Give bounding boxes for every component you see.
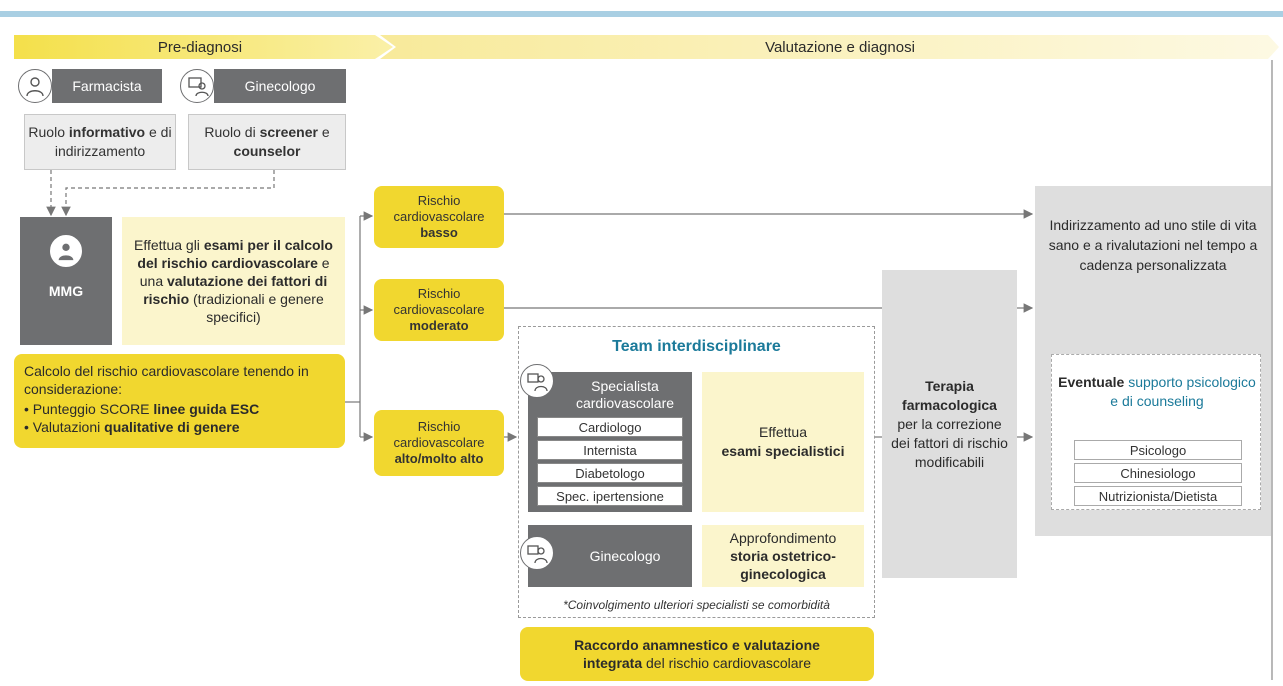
specialist-item: Cardiologo <box>537 417 683 437</box>
support-item: Psicologo <box>1074 440 1242 460</box>
support-item: Nutrizionista/Dietista <box>1074 486 1242 506</box>
comorbidity-note: *Coinvolgimento ulteriori specialisti se… <box>563 598 830 612</box>
mmg-box: MMG <box>20 217 112 345</box>
specialist-icon <box>520 364 554 398</box>
support-item: Chinesiologo <box>1074 463 1242 483</box>
calc-bullet-2: • Valutazioni qualitative di genere <box>24 419 240 435</box>
specialist-item: Internista <box>537 440 683 460</box>
mmg-description: Effettua gli esami per il calcolo del ri… <box>122 217 345 345</box>
ginecologo-role-box: Ruolo di screener e counselor <box>188 114 346 170</box>
pharmacist-icon <box>18 69 52 103</box>
gyn-history-box: Approfondimento storia ostetrico-ginecol… <box>702 525 864 587</box>
risk-calculation-box: Calcolo del rischio cardiovascolare tene… <box>14 354 345 448</box>
pre-diagnosis-band <box>14 35 393 59</box>
top-bar <box>0 11 1283 17</box>
specialist-item: Diabetologo <box>537 463 683 483</box>
mmg-label: MMG <box>48 283 84 299</box>
specialist-panel: Specialista cardiovascolare Cardiologo I… <box>528 372 692 512</box>
specialist-title: Specialista cardiovascolare <box>575 378 675 411</box>
gynecologist-team-icon <box>520 536 554 570</box>
phase-pre-diagnosis: Pre-diagnosi <box>157 38 243 56</box>
support-title: Eventuale supporto psicologico e di coun… <box>1058 374 1256 409</box>
calc-bullet-1: • Punteggio SCORE linee guida ESC <box>24 401 260 417</box>
calc-intro: Calcolo del rischio cardiovascolare tene… <box>24 363 309 397</box>
gynecologist-icon <box>180 69 214 103</box>
support-box: Eventuale supporto psicologico e di coun… <box>1051 354 1261 510</box>
specialist-item: Spec. ipertensione <box>537 486 683 506</box>
role-farmacista: Farmacista <box>52 69 162 103</box>
team-gynecologist: Ginecologo <box>528 525 692 587</box>
farmacista-role-box: Ruolo informativo e di indirizzamento <box>24 114 176 170</box>
evaluation-band <box>380 35 1279 59</box>
doctor-icon <box>49 234 83 268</box>
specialist-exams: Effettua esami specialistici <box>702 372 864 512</box>
phase-evaluation: Valutazione e diagnosi <box>765 38 915 56</box>
lifestyle-text: Indirizzamento ad uno stile di vita sano… <box>1048 217 1258 273</box>
role-ginecologo: Ginecologo <box>214 69 346 103</box>
lifestyle-panel: Indirizzamento ad uno stile di vita sano… <box>1035 186 1271 536</box>
team-title: Team interdisciplinare <box>612 338 781 355</box>
